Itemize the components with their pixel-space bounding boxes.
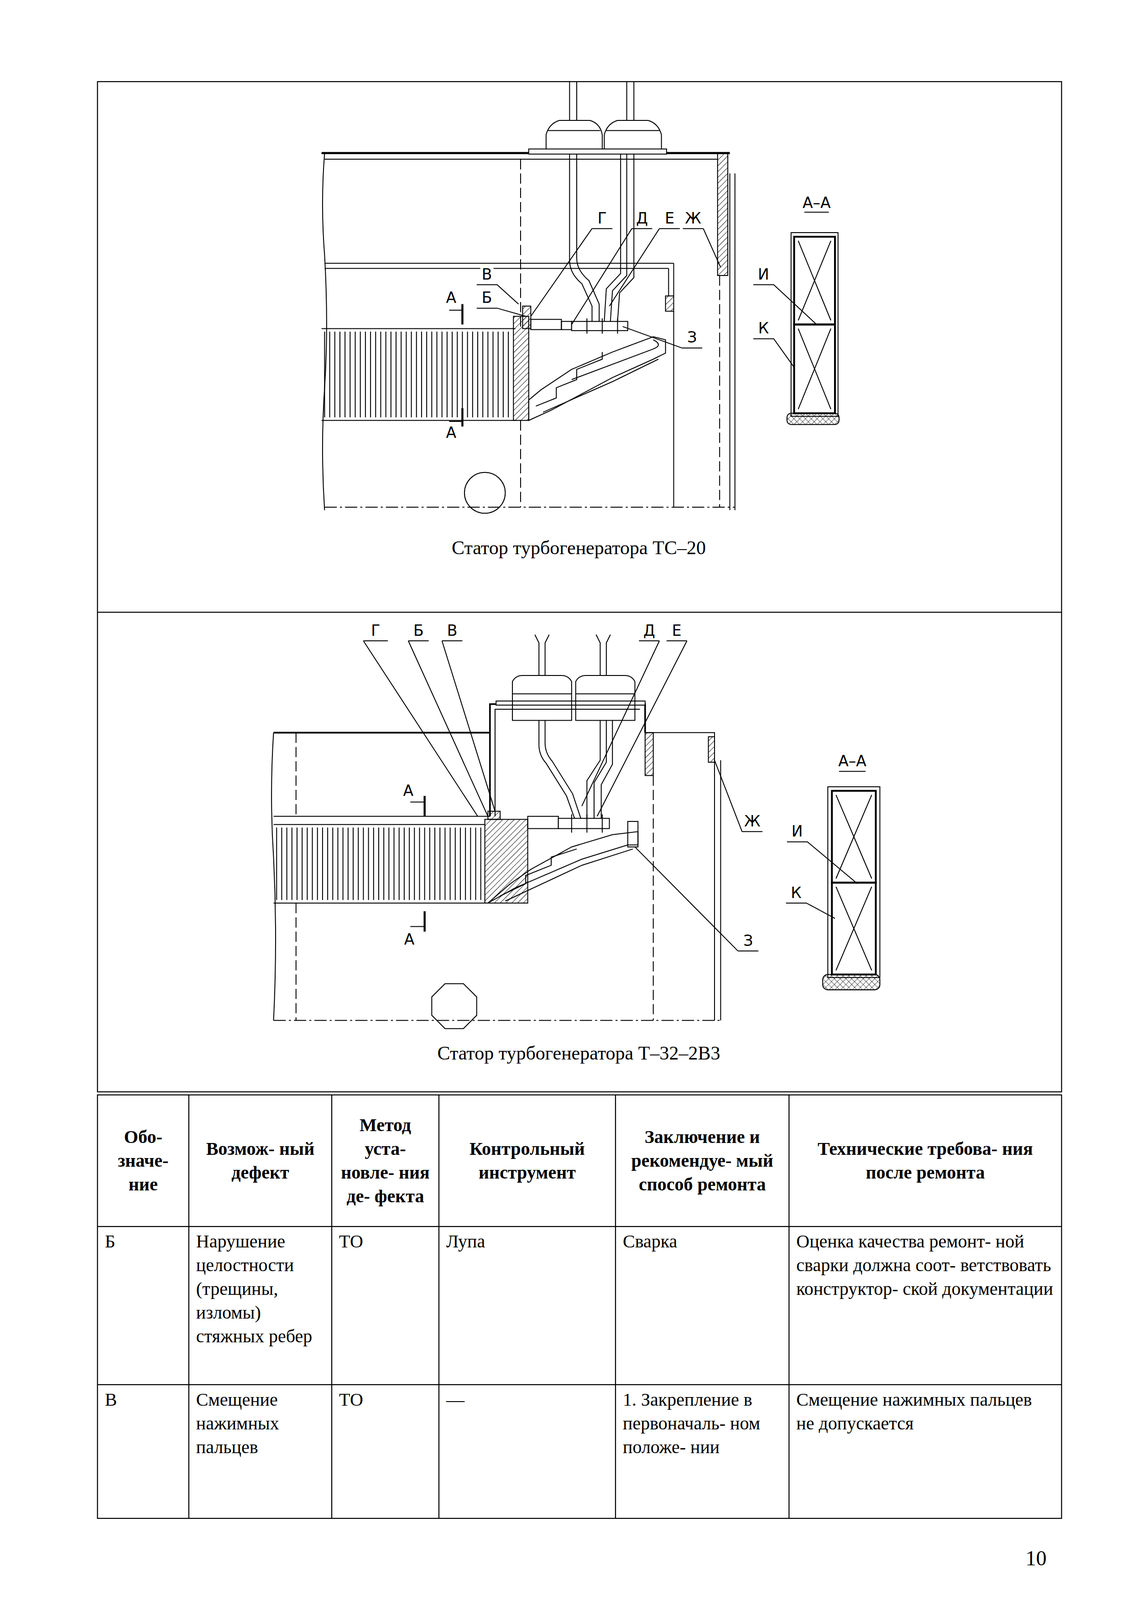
figure-caption: Статор турбогенератора Т–32–2В3 xyxy=(437,1042,720,1065)
table-cell: ТО xyxy=(332,1228,439,1384)
callout-letter: В xyxy=(445,622,460,639)
callout-letter: В xyxy=(480,266,494,283)
table-cell: Сварка xyxy=(616,1228,788,1384)
callout-letter: А–А xyxy=(801,194,833,212)
table-cell: Нарушение целостности (трещины, изломы) … xyxy=(189,1228,331,1384)
callout-letter: А xyxy=(444,289,459,307)
callout-letter: А xyxy=(444,424,459,441)
stator-tc20 xyxy=(321,81,840,514)
callout-letter: И xyxy=(790,823,805,840)
callout-letter: З xyxy=(741,932,755,950)
stator-t32 xyxy=(271,635,880,1030)
callout-letter: Ж xyxy=(742,813,762,830)
table-header: Контрольный инструмент xyxy=(439,1096,615,1226)
table-header: Технические требова- ния после ремонта xyxy=(789,1096,1061,1226)
page-frame xyxy=(97,81,1062,1519)
callout-letter: Ж xyxy=(683,210,703,227)
table-cell: Лупа xyxy=(439,1228,615,1384)
callout-letter: Б xyxy=(412,622,426,639)
table-cell: 1. Закрепление в первоначаль- ном положе… xyxy=(616,1386,788,1518)
callout-letter: К xyxy=(756,320,771,337)
callout-letter: Б xyxy=(480,289,494,307)
table-cell: Б xyxy=(98,1228,188,1384)
callout-letter: А xyxy=(401,782,416,800)
callout-letter: Г xyxy=(369,622,382,639)
callout-letter: И xyxy=(756,266,771,283)
figure-caption: Статор турбогенератора ТС–20 xyxy=(451,537,706,559)
table-header: Возмож- ный дефект xyxy=(189,1096,331,1226)
page-number: 10 xyxy=(1025,1546,1047,1571)
table-cell: Оценка качества ремонт- ной сварки должн… xyxy=(789,1228,1061,1384)
callout-letter: А–А xyxy=(836,753,868,770)
table-cell: Смещение нажимных пальцев не допускается xyxy=(789,1386,1061,1518)
table-cell: В xyxy=(98,1386,188,1518)
table-header: Обо- значе- ние xyxy=(98,1096,188,1226)
table-cell: Смещение нажимных пальцев xyxy=(189,1386,331,1518)
callout-letter: Д xyxy=(634,210,650,227)
table-header: Метод уста- новле- ния де- фекта xyxy=(332,1096,439,1226)
callout-letter: Е xyxy=(663,210,676,227)
table-cell: — xyxy=(439,1386,615,1518)
table-cell: ТО xyxy=(332,1386,439,1518)
table-header: Заключение и рекомендуе- мый способ ремо… xyxy=(616,1096,788,1226)
callout-letter: К xyxy=(789,884,803,902)
callout-letter: Г xyxy=(596,210,609,227)
callout-letter: Е xyxy=(670,622,684,639)
callout-letter: А xyxy=(402,931,417,949)
callout-letter: Д xyxy=(641,622,657,639)
callout-letter: З xyxy=(685,329,699,346)
